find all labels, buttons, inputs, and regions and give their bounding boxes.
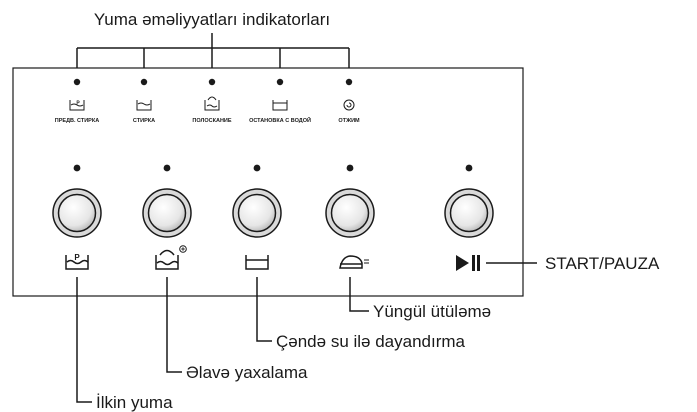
indicator-led-spin — [345, 78, 353, 86]
callout-lines — [76, 262, 537, 403]
prewash-icon — [65, 252, 89, 270]
indicator-label-spin: ОТЖИМ — [338, 118, 360, 124]
extra-rinse-button[interactable] — [142, 188, 192, 238]
callout-extra-rinse: Əlavə yaxalama — [186, 363, 308, 382]
button-leds — [73, 164, 473, 172]
indicator-label-rinse-hold: ОСТАНОВКА С ВОДОЙ — [249, 116, 311, 124]
wash-indicator-icon — [136, 100, 152, 111]
extra-rinse-icon — [155, 245, 187, 270]
button-led-rinse-hold — [253, 164, 261, 172]
prewash-button[interactable] — [52, 188, 102, 238]
button-led-easy-iron — [346, 164, 354, 172]
prewash-indicator-icon — [69, 100, 85, 111]
callout-line-prewash — [76, 277, 92, 403]
easy-iron-icon — [339, 255, 369, 269]
indicator-led-prewash — [73, 78, 81, 86]
button-icons — [65, 245, 369, 270]
indicator-label-prewash: ПРЕДВ. СТИРКА — [55, 118, 99, 124]
callout-prewash: İlkin yuma — [96, 393, 173, 412]
indicator-label-wash: СТИРКА — [133, 118, 155, 124]
start-pause-button[interactable] — [444, 188, 494, 238]
title-bracket — [76, 33, 350, 70]
indicator-label-rinse: ПОЛОСКАНИЕ — [192, 118, 231, 124]
indicator-led-wash — [140, 78, 148, 86]
button-led-extra-rinse — [163, 164, 171, 172]
callout-start-pause: START/PAUZA — [545, 254, 660, 273]
callout-rinse-hold: Çəndə su ilə dayandırma — [276, 332, 466, 351]
indicator-led-rinse-hold — [276, 78, 284, 86]
diagram-title: Yuma əməliyyatları indikatorları — [94, 10, 330, 29]
rinse-indicator-icon — [204, 96, 220, 111]
rinse-hold-icon — [245, 255, 269, 270]
callout-line-easy-iron — [349, 277, 369, 312]
button-led-start-pause — [465, 164, 473, 172]
indicator-led-rinse — [208, 78, 216, 86]
callout-line-rinse-hold — [256, 277, 272, 342]
spin-indicator-icon — [343, 99, 355, 111]
buttons[interactable] — [52, 188, 494, 238]
easy-iron-button[interactable] — [325, 188, 375, 238]
rinse-hold-button[interactable] — [232, 188, 282, 238]
button-led-prewash — [73, 164, 81, 172]
indicator-icons — [69, 96, 355, 111]
indicator-leds — [73, 78, 353, 86]
rinse-hold-indicator-icon — [272, 100, 288, 111]
callout-easy-iron: Yüngül ütüləmə — [373, 302, 491, 321]
start-pause-icon — [456, 255, 480, 271]
prewash-icon-p: P — [74, 253, 80, 262]
callout-line-extra-rinse — [166, 277, 182, 373]
prewash-indicator-p: P — [76, 101, 80, 107]
